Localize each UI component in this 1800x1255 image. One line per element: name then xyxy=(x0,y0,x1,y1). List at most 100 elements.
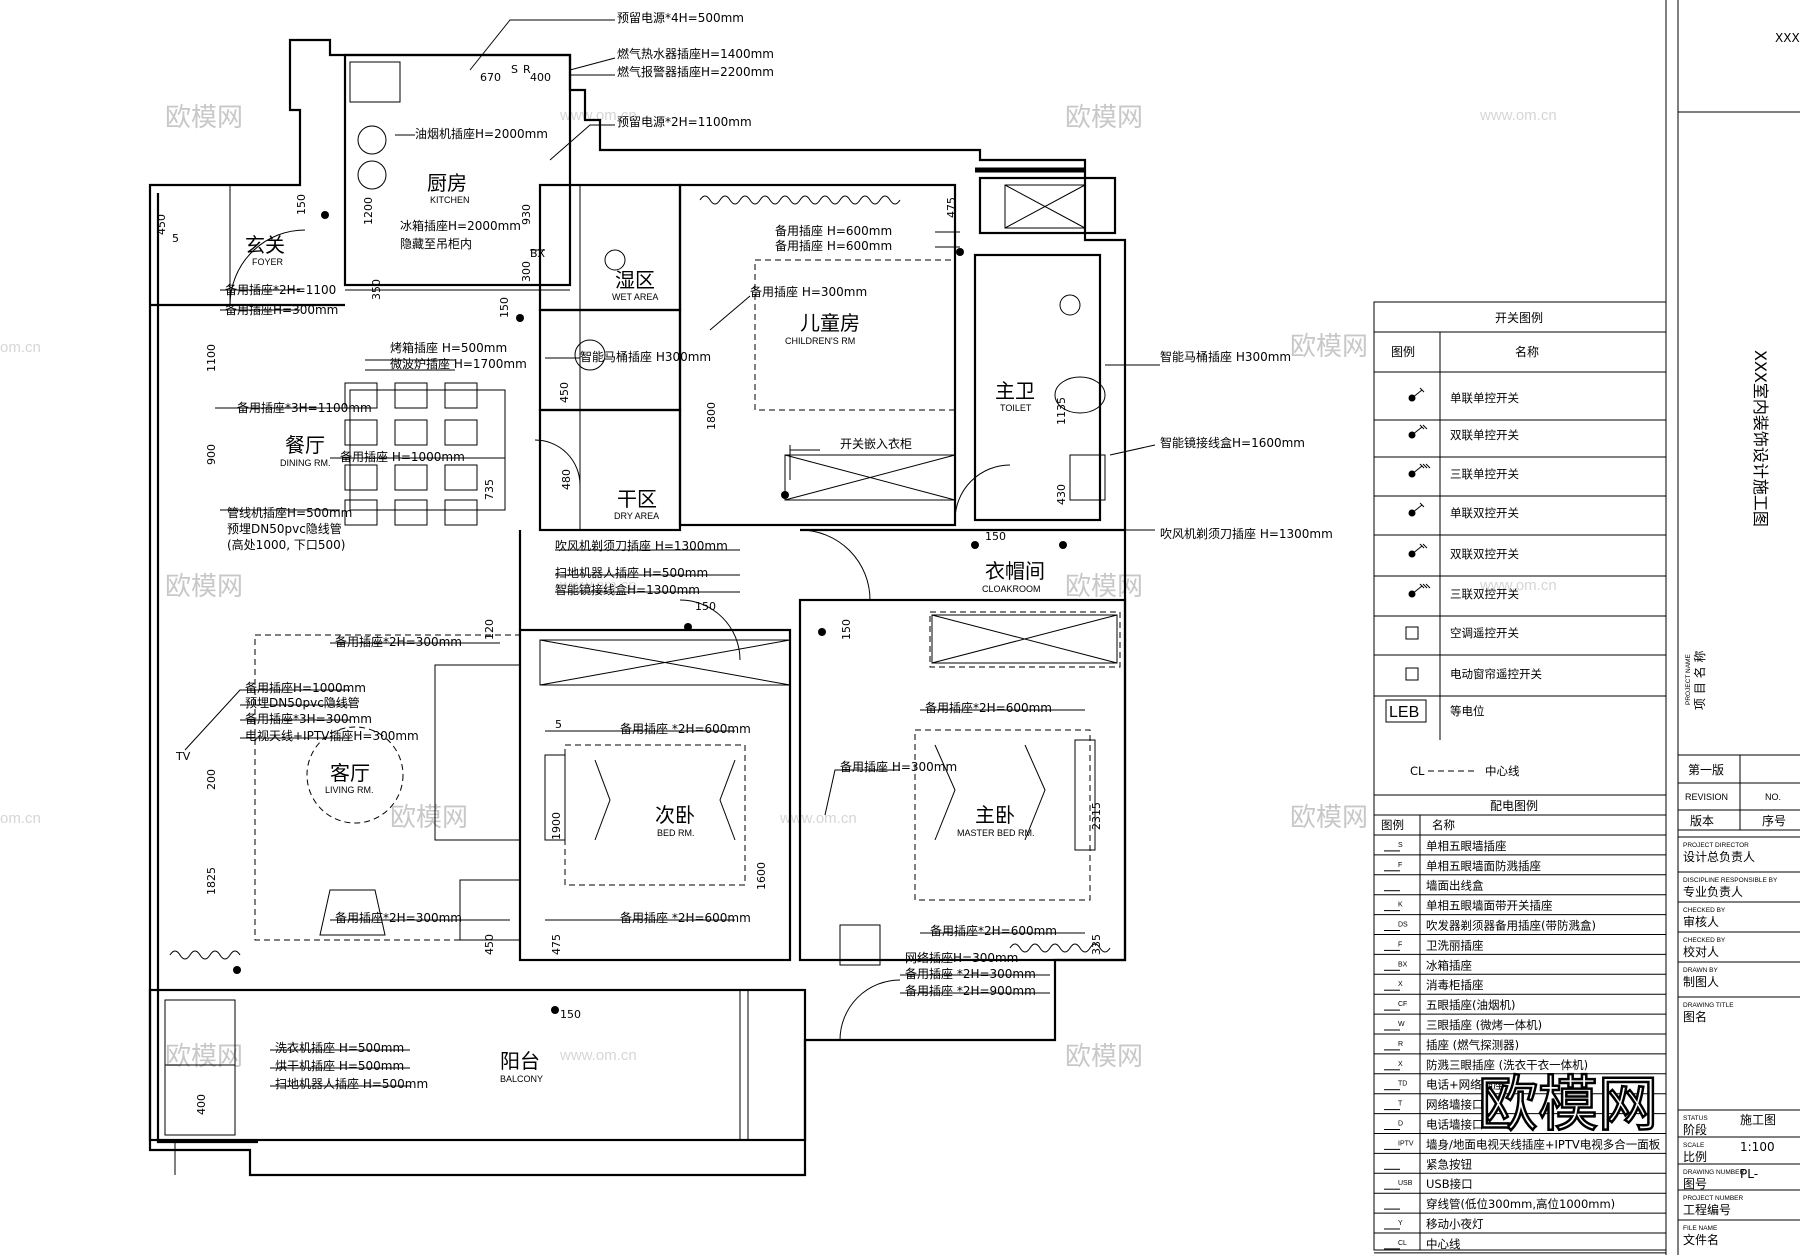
watermark: 欧模网 xyxy=(165,102,243,132)
dimension: 150 xyxy=(985,530,1006,543)
power-legend-item: 单相五眼墙插座 xyxy=(1426,839,1507,853)
annotation: 预留电源*2H=1100mm xyxy=(617,115,752,129)
annotation: 微波炉插座 H=1700mm xyxy=(390,356,527,371)
dimension: 150 xyxy=(560,1008,581,1021)
power-legend-symbol: BX xyxy=(1398,961,1408,968)
title-row-cn: 图号 xyxy=(1683,1177,1707,1191)
title-row-value: PL- xyxy=(1740,1167,1758,1181)
annotation: 备用插座 H=600mm xyxy=(775,238,892,253)
room-label-master-en: MASTER BED RM. xyxy=(957,828,1035,838)
room-label-foyer-en: FOYER xyxy=(252,257,284,267)
title-row-cn: 校对人 xyxy=(1683,944,1719,959)
dimension: 150 xyxy=(695,600,716,613)
title-row-cn: 审核人 xyxy=(1683,914,1719,929)
switch-legend-title: 开关图例 xyxy=(1495,311,1543,325)
annotation: 备用插座*2H=300mm xyxy=(335,634,462,649)
annotation: 预留电源*4H=500mm xyxy=(617,11,744,25)
annotation: 备用插座 *2H=600mm xyxy=(620,721,751,736)
dimension: 450 xyxy=(483,934,496,955)
dimension: 450 xyxy=(155,214,168,235)
room-label-cloakroom: 衣帽间 xyxy=(985,559,1045,583)
room-label-dining-en: DINING RM. xyxy=(280,458,331,468)
annotations: 预留电源*4H=500mm 燃气热水器插座H=1400mm 燃气报警器插座H=2… xyxy=(184,11,1333,1091)
title-row-en: STATUS xyxy=(1683,1115,1708,1122)
annotation: 备用插座 H=1000mm xyxy=(340,449,465,464)
annotation: 备用插座 H=600mm xyxy=(775,223,892,238)
title-row-cn: 比例 xyxy=(1683,1150,1707,1164)
dimension: 430 xyxy=(1055,484,1068,505)
annotation: 吹风机剃须刀插座 H=1300mm xyxy=(1160,526,1333,541)
room-label-wet-area: 湿区 xyxy=(615,268,655,292)
dimension: 1800 xyxy=(705,402,718,430)
dimension: 335 xyxy=(1090,934,1103,955)
power-legend-item: 插座 (燃气探测器) xyxy=(1426,1038,1519,1052)
switch-legend-col-symbol: 图例 xyxy=(1391,345,1415,359)
dimension: 930 xyxy=(520,204,533,225)
power-legend-symbol: X xyxy=(1398,1061,1403,1068)
dimension: 400 xyxy=(530,71,551,84)
power-legend-item: 网络墙接口 xyxy=(1426,1098,1484,1112)
power-legend-col-name: 名称 xyxy=(1432,818,1455,832)
power-legend-item: 冰箱插座 xyxy=(1426,958,1472,972)
watermark: 欧模网 xyxy=(1290,331,1368,361)
watermark: 欧模网 xyxy=(1065,1041,1143,1071)
watermark: 欧模网 xyxy=(1065,571,1143,601)
watermark: 欧模网 xyxy=(165,571,243,601)
power-legend-item: 电话+网络插座 xyxy=(1426,1078,1505,1092)
power-legend-symbol: IPTV xyxy=(1398,1140,1414,1147)
switch-legend-item: 双联双控开关 xyxy=(1450,547,1519,561)
watermark: 欧模网 xyxy=(165,1041,243,1071)
version-label: 版本 xyxy=(1690,814,1714,828)
watermark: 欧模网 xyxy=(390,802,468,832)
title-row-en: CHECKED BY xyxy=(1683,907,1726,914)
power-legend-item: 单相五眼墙面防溅插座 xyxy=(1426,859,1541,873)
annotation: 燃气热水器插座H=1400mm xyxy=(617,46,774,61)
switch-legend-item: 空调遥控开关 xyxy=(1450,626,1519,640)
dimension: 450 xyxy=(558,382,571,403)
dimension: 2315 xyxy=(1090,802,1103,830)
annotation: 备用插座 *2H=900mm xyxy=(905,983,1036,998)
watermark: om.cn xyxy=(0,339,41,356)
title-row-en: DRAWN BY xyxy=(1683,967,1718,974)
dimension: S xyxy=(511,63,518,76)
dimension: TV xyxy=(175,750,191,763)
watermark: 欧模网 xyxy=(1290,802,1368,832)
annotation: 备用插座 H=300mm xyxy=(840,759,957,774)
room-label-master: 主卧 xyxy=(975,803,1015,827)
dimension: 1600 xyxy=(755,862,768,890)
title-block-code: XXX xyxy=(1775,31,1800,45)
power-legend-item: USB接口 xyxy=(1426,1177,1473,1191)
remote-switch-icon xyxy=(1405,667,1419,681)
title-row-cn: 设计总负责人 xyxy=(1683,850,1755,864)
power-legend-symbol: R xyxy=(1398,1041,1403,1048)
title-row-en: PROJECT NUMBER xyxy=(1683,1195,1743,1202)
power-legend-symbol: DS xyxy=(1398,922,1408,929)
dimension: 350 xyxy=(370,279,383,300)
room-label-childrens-en: CHILDREN'S RM xyxy=(785,336,855,346)
room-label-bedroom: 次卧 xyxy=(655,803,695,827)
annotation: 洗衣机插座 H=500mm xyxy=(275,1040,404,1055)
annotation: 备用插座 *2H=300mm xyxy=(905,966,1036,981)
annotation: 冰箱插座H=2000mm xyxy=(400,218,521,233)
power-legend-symbol: K xyxy=(1398,902,1403,909)
title-row-cn: 文件名 xyxy=(1683,1232,1719,1247)
furniture xyxy=(164,125,1118,1136)
dimension: 480 xyxy=(560,469,573,490)
room-label-balcony: 阳台 xyxy=(500,1049,540,1073)
power-legend-item: 三眼插座 (微烤一体机) xyxy=(1426,1018,1542,1032)
annotation: 智能马桶插座 H300mm xyxy=(1160,349,1291,364)
title-row-cn: 工程编号 xyxy=(1683,1202,1731,1217)
title-row-value: 1:100 xyxy=(1740,1140,1775,1154)
project-name-en: PROJECT NAME xyxy=(1685,654,1692,705)
watermark: www.om.cn xyxy=(559,577,637,594)
watermark: www.om.cn xyxy=(559,107,637,124)
annotation: 智能镜接线盒H=1600mm xyxy=(1160,435,1305,450)
dimension: 475 xyxy=(945,197,958,218)
seq-label: 序号 xyxy=(1762,813,1786,828)
room-label-cloakroom-en: CLOAKROOM xyxy=(982,584,1041,594)
walls xyxy=(148,38,1127,1177)
title-row-en: PROJECT DIRECTOR xyxy=(1683,842,1749,849)
power-legend-item: 五眼插座(油烟机) xyxy=(1426,998,1515,1012)
dimensions: 670 400 1200 930 300 350 450 150 1100 90… xyxy=(155,63,1103,1115)
room-label-kitchen: 厨房 xyxy=(427,171,467,195)
